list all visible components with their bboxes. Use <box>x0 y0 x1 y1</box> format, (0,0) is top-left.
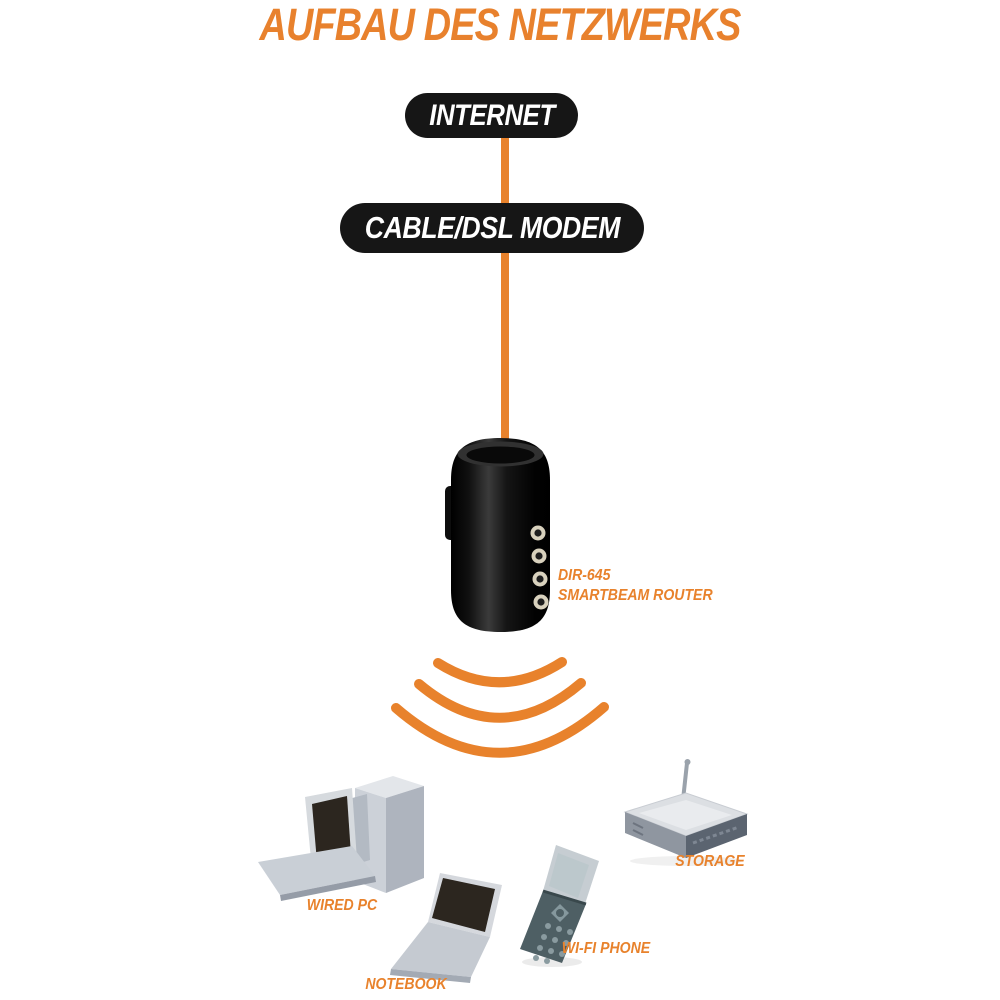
router-label: DIR-645 SMARTBEAM ROUTER <box>558 566 713 606</box>
laptop-icon <box>390 873 502 983</box>
dir645-router-icon <box>445 438 550 632</box>
connection-modem-router <box>501 250 509 443</box>
connection-internet-modem <box>501 136 509 208</box>
laptop-base <box>390 922 490 983</box>
storage-label: STORAGE <box>675 853 745 870</box>
storage-box-icon <box>623 759 749 866</box>
wired-pc-label: WIRED PC <box>306 897 378 914</box>
internet-node-label: INTERNET <box>428 98 555 132</box>
storage-chassis <box>623 792 749 858</box>
flip-phone-icon <box>520 845 599 967</box>
laptop-lid <box>428 873 502 937</box>
wifi-phone-label: WI-FI PHONE <box>561 940 651 957</box>
modem-node-label: CABLE/DSL MODEM <box>364 210 620 245</box>
notebook-label: NOTEBOOK <box>365 976 447 993</box>
phone-keypad <box>533 923 573 964</box>
router-led-lights <box>530 525 549 610</box>
pc-keyboard <box>258 846 376 901</box>
router-model: DIR-645 <box>558 567 611 584</box>
page-title: AUFBAU DES NETZWERKS <box>259 0 742 50</box>
internet-node: INTERNET <box>405 93 578 138</box>
wifi-signal-arcs-icon <box>391 657 609 758</box>
router-name: SMARTBEAM ROUTER <box>558 587 713 604</box>
phone-body <box>520 889 587 964</box>
router-body <box>451 438 550 632</box>
modem-node: CABLE/DSL MODEM <box>340 203 644 253</box>
desktop-pc-icon <box>258 776 424 901</box>
phone-screen-lid <box>543 845 599 907</box>
